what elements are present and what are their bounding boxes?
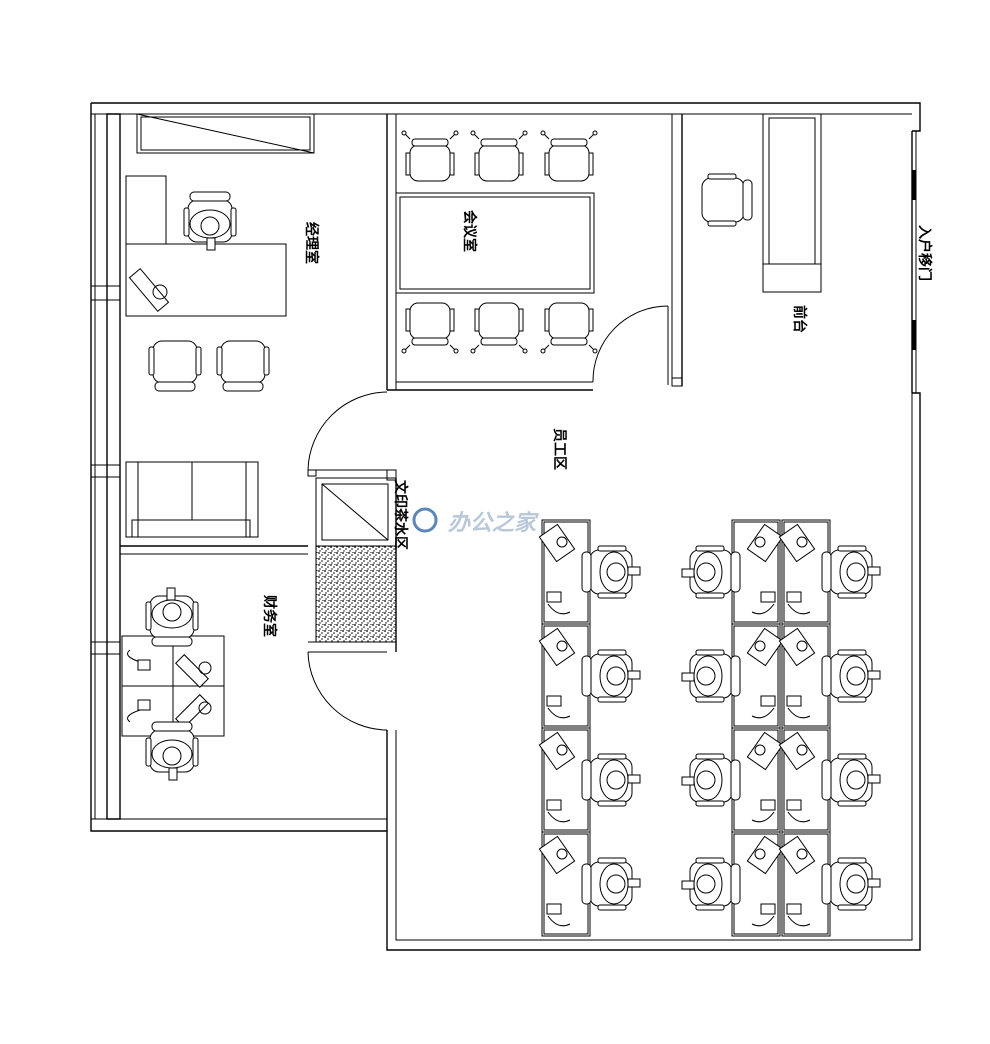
meeting-room-door[interactable] (592, 305, 669, 385)
finance-room (121, 588, 225, 780)
manager-room-label: 经理室 (303, 222, 320, 264)
copy-tea-area (307, 391, 397, 831)
manager-office (120, 113, 315, 555)
reception-label: 前台 (791, 305, 808, 333)
entrance-door-label: 入户移门 (916, 225, 933, 281)
finance-room-label: 财务室 (261, 594, 278, 637)
manager-cabinet (136, 113, 315, 154)
staff-workstations (538, 519, 880, 937)
meeting-table (395, 192, 595, 294)
watermark: 办公之家 (412, 507, 539, 536)
meeting-room (386, 114, 598, 391)
entrance-sliding-door[interactable] (911, 131, 917, 393)
reception-area (671, 113, 822, 387)
reception-counter (762, 113, 822, 293)
copy-tea-label: 文印茶水区 (392, 480, 409, 550)
tea-counter (315, 545, 397, 643)
copy-machine (315, 477, 397, 547)
staff-area-label: 员工区 (551, 428, 567, 470)
watermark-logo-icon (412, 507, 438, 533)
watermark-text: 办公之家 (448, 510, 539, 536)
meeting-room-label: 会议室 (461, 210, 478, 252)
manager-desk (125, 243, 287, 317)
